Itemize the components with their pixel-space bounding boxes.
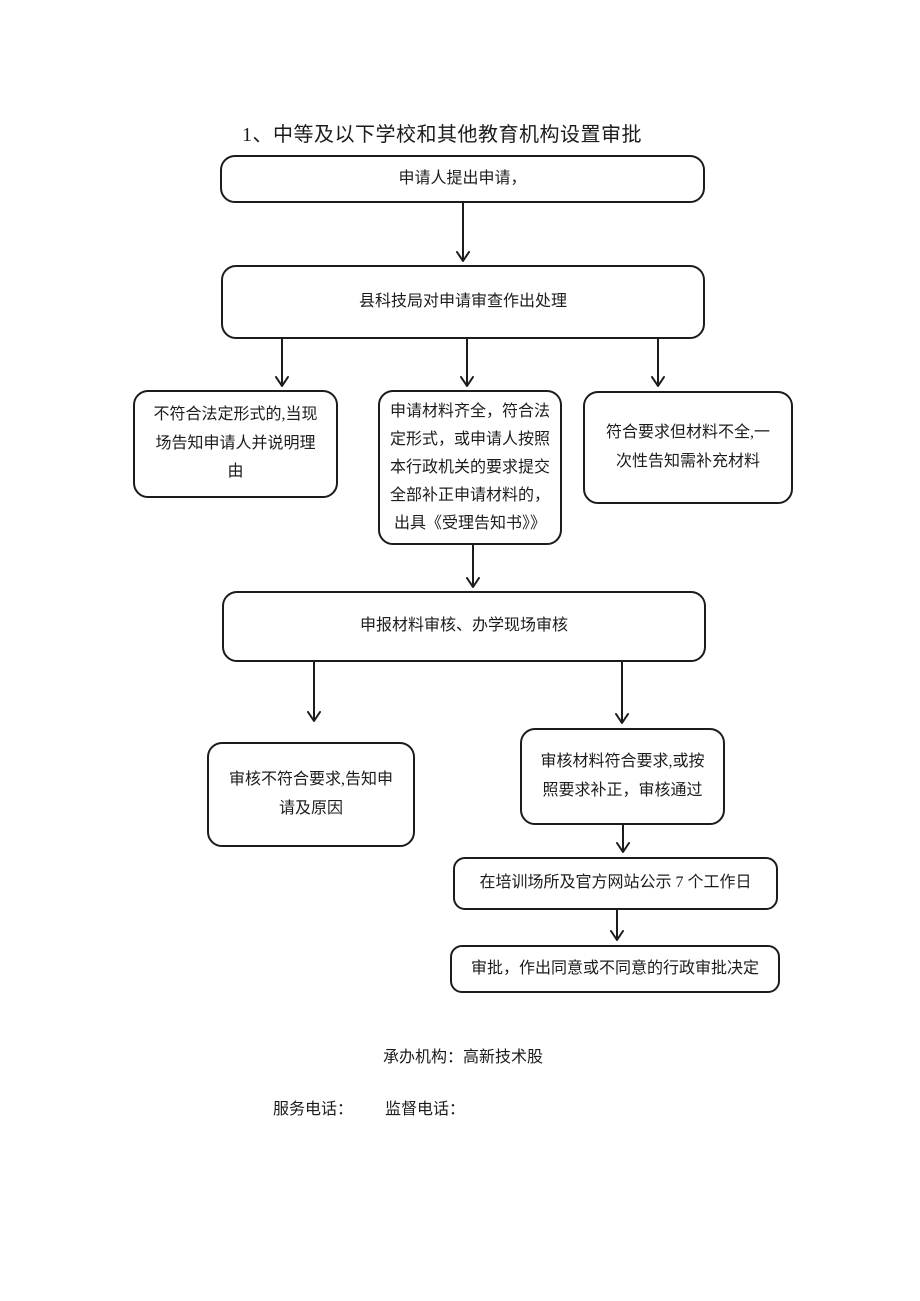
flow-node-audit: 申报材料审核、办学现场审核 [222,591,706,662]
flow-node-incomplete-materials: 符合要求但材料不全,一 次性告知需补充材料 [583,391,793,504]
flow-node-publicity: 在培训场所及官方网站公示 7 个工作日 [453,857,778,910]
page-title: 1、中等及以下学校和其他教育机构设置审批 [242,124,642,146]
flow-node-decision: 审批，作出同意或不同意的行政审批决定 [450,945,780,993]
agency-line: 承办机构：高新技术股 [383,1049,544,1066]
phone-line: 服务电话： 监督电话： [273,1095,465,1119]
flow-node-audit-pass: 审核材料符合要求,或按 照要求补正，审核通过 [520,728,725,825]
flow-node-apply: 申请人提出申请， [220,155,705,203]
flow-node-audit-fail: 审核不符合要求,告知申 请及原因 [207,742,415,847]
supervise-phone-label: 监督电话： [385,1101,466,1118]
flow-node-accept: 申请材料齐全，符合法 定形式，或申请人按照 本行政机关的要求提交 全部补正申请材… [378,390,562,545]
flow-node-reject-form: 不符合法定形式的,当现 场告知申请人并说明理 由 [133,390,338,498]
service-phone-label: 服务电话： [273,1101,354,1118]
flow-node-review: 县科技局对申请审查作出处理 [221,265,705,339]
